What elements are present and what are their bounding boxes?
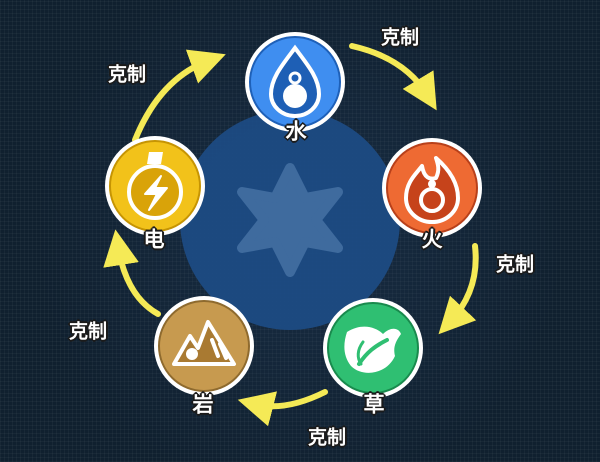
element-label-rock: 岩 — [192, 392, 214, 417]
leaf-icon — [344, 326, 401, 373]
mountain-icon — [172, 320, 236, 366]
water-drop-icon — [268, 44, 322, 118]
relation-label-rock-electric: 克制 — [68, 320, 108, 343]
arrow-water-to-fire — [349, 43, 437, 111]
relation-arrows — [103, 43, 479, 427]
element-label-electric: 电 — [143, 227, 165, 252]
relation-label-grass-rock: 克制 — [307, 426, 347, 449]
element-badge-electric[interactable] — [105, 136, 205, 236]
element-badge-rock[interactable] — [154, 296, 254, 396]
lightning-icon — [127, 152, 183, 220]
relation-label-electric-water: 克制 — [107, 63, 147, 86]
center-star-icon — [237, 163, 343, 277]
element-badge-grass[interactable] — [323, 298, 423, 398]
element-label-water: 水 — [285, 119, 307, 144]
element-label-grass: 草 — [363, 392, 385, 417]
arrow-fire-to-grass — [438, 243, 479, 335]
arrow-grass-to-rock — [237, 389, 328, 427]
arrow-rock-to-electric — [103, 229, 161, 317]
element-badge-water[interactable] — [245, 32, 345, 132]
relation-label-water-fire: 克制 — [380, 26, 420, 49]
element-badge-fire[interactable] — [382, 138, 482, 238]
element-label-fire: 火 — [421, 227, 443, 252]
relation-label-fire-grass: 克制 — [495, 253, 535, 276]
flame-icon — [404, 156, 460, 224]
arrow-electric-to-water — [132, 49, 226, 143]
